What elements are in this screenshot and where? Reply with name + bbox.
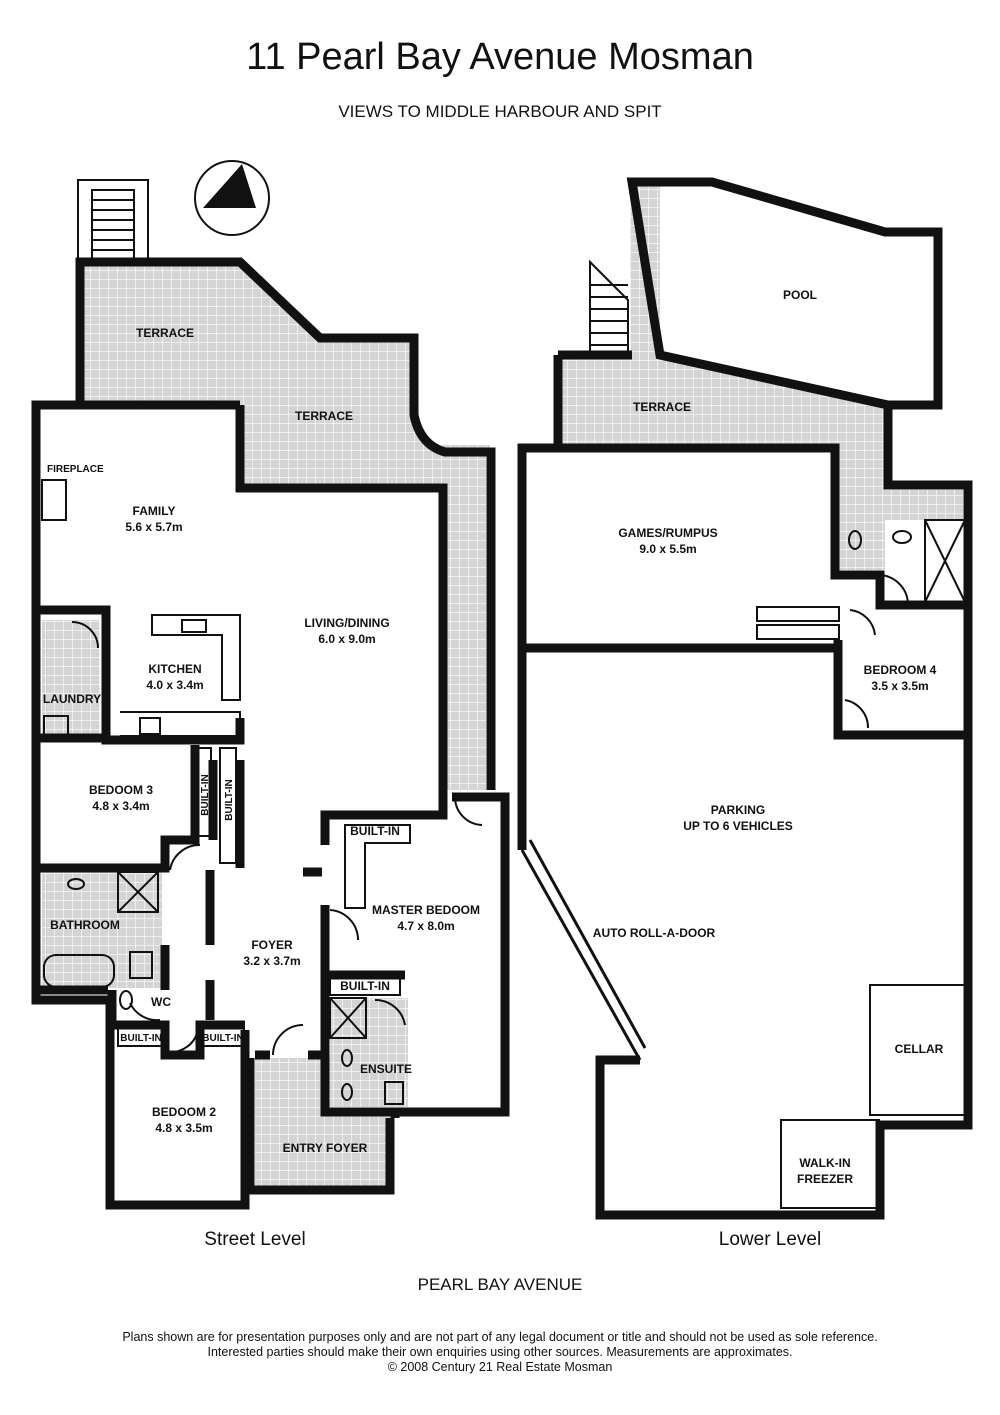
label-entry-foyer: ENTRY FOYER — [283, 1141, 368, 1155]
label-freezer-1: WALK-IN — [799, 1156, 850, 1170]
label-builtin-bed2a: BUILT-IN — [120, 1033, 161, 1044]
plan-subtitle: VIEWS TO MIDDLE HARBOUR AND SPIT — [338, 102, 662, 121]
fireplace-icon — [41, 479, 67, 521]
bathroom-tiles — [42, 870, 162, 988]
freezer-room — [780, 1119, 880, 1209]
disclaimer: Plans shown are for presentation purpose… — [0, 1330, 1000, 1375]
bath-icon — [43, 954, 115, 988]
label-bed2: BEDOOM 2 — [152, 1105, 216, 1119]
street-outer-walls — [75, 257, 496, 790]
label-foyer-dim: 3.2 x 3.7m — [243, 954, 300, 968]
label-bed3-dim: 4.8 x 3.4m — [92, 799, 149, 813]
label-builtin-v2: BUILT-IN — [224, 779, 235, 820]
label-bed4-dim: 3.5 x 3.5m — [871, 679, 928, 693]
label-games: GAMES/RUMPUS — [618, 526, 717, 540]
plan-title: 11 Pearl Bay Avenue Mosman — [246, 36, 754, 78]
terrace-area-lower — [560, 180, 965, 570]
label-games-dim: 9.0 x 5.5m — [639, 542, 696, 556]
road-name: PEARL BAY AVENUE — [417, 1275, 583, 1294]
label-terrace-upper-2: TERRACE — [295, 409, 353, 423]
label-laundry: LAUNDRY — [43, 692, 101, 706]
label-pool: POOL — [783, 288, 817, 302]
copyright-line: © 2008 Century 21 Real Estate Mosman — [387, 1360, 613, 1374]
basin-icon — [67, 878, 85, 890]
label-wc: WC — [151, 995, 171, 1009]
label-bed3: BEDOOM 3 — [89, 783, 153, 797]
label-builtin-master: BUILT-IN — [350, 824, 400, 838]
label-family-dim: 5.6 x 5.7m — [125, 520, 182, 534]
label-kitchen-dim: 4.0 x 3.4m — [146, 678, 203, 692]
label-roll-door: AUTO ROLL-A-DOOR — [593, 926, 716, 940]
label-bathroom: BATHROOM — [50, 918, 120, 932]
label-fireplace: FIREPLACE — [47, 464, 104, 475]
laundry-tiles — [42, 620, 100, 738]
laundry-tub-icon — [43, 715, 69, 737]
disclaimer-line-2: Interested parties should make their own… — [207, 1345, 793, 1359]
label-terrace-lower: TERRACE — [633, 400, 691, 414]
cooktop-icon — [139, 717, 161, 735]
stairs-street — [77, 179, 149, 263]
toilet-icon — [129, 951, 153, 979]
label-bed4: BEDROOM 4 — [864, 663, 937, 677]
label-foyer: FOYER — [251, 938, 293, 952]
label-master: MASTER BEDOOM — [372, 903, 480, 917]
label-living: LIVING/DINING — [304, 616, 389, 630]
cellar-room — [869, 984, 969, 1116]
ensuite-shower-icon — [329, 997, 367, 1039]
label-bed2-dim: 4.8 x 3.5m — [155, 1121, 212, 1135]
label-builtin-bed2b: BUILT-IN — [202, 1033, 243, 1044]
sink-icon — [181, 619, 207, 633]
disclaimer-line-1: Plans shown are for presentation purpose… — [122, 1330, 878, 1344]
lower-outer-walls — [517, 355, 563, 850]
label-cellar: CELLAR — [895, 1042, 944, 1056]
label-living-dim: 6.0 x 9.0m — [318, 632, 375, 646]
pool-walls — [626, 177, 943, 410]
label-master-dim: 4.7 x 8.0m — [397, 919, 454, 933]
label-freezer-2: FREEZER — [797, 1172, 853, 1186]
label-ensuite: ENSUITE — [360, 1062, 412, 1076]
label-kitchen: KITCHEN — [148, 662, 201, 676]
street-level-caption: Street Level — [204, 1229, 306, 1250]
label-parking: PARKING — [711, 803, 765, 817]
label-terrace-upper: TERRACE — [136, 326, 194, 340]
shower-icon — [117, 871, 159, 913]
terrace-area-upper — [84, 265, 490, 790]
kitchen-bench — [151, 614, 241, 701]
north-arrow-icon — [194, 160, 270, 236]
stairs-lower — [589, 259, 629, 353]
label-builtin-v1: BUILT-IN — [200, 774, 211, 815]
label-builtin-ensuite: BUILT-IN — [340, 979, 390, 993]
lower-level-caption: Lower Level — [718, 1229, 822, 1250]
label-family: FAMILY — [133, 504, 176, 518]
label-parking-sub: UP TO 6 VEHICLES — [683, 819, 793, 833]
